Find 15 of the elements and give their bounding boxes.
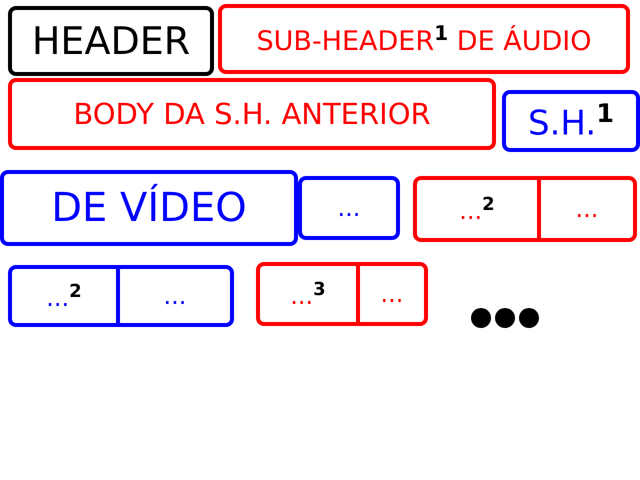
sub-header-cell: ...$^{2}$ (417, 180, 537, 238)
packet-box (413, 176, 637, 242)
body-cell: ... (116, 269, 230, 323)
body-cell: ... (537, 180, 633, 238)
header-box: HEADER (8, 6, 214, 76)
sub-header-box: S.H.$^{1}$ (502, 90, 640, 152)
sub-header-box: DE VÍDEO (0, 170, 298, 246)
sub-header-cell: ...$^{2}$ (12, 269, 116, 323)
body-box: BODY DA S.H. ANTERIOR (8, 78, 496, 150)
body-cell: ... (356, 266, 424, 322)
sub-header-box: SUB-HEADER$^{1}$ DE ÁUDIO (218, 4, 630, 74)
body-box: ... (298, 176, 400, 240)
packet-box (256, 262, 428, 326)
sub-header-cell: ...$^{3}$ (260, 266, 356, 322)
packet-box (8, 265, 234, 327)
